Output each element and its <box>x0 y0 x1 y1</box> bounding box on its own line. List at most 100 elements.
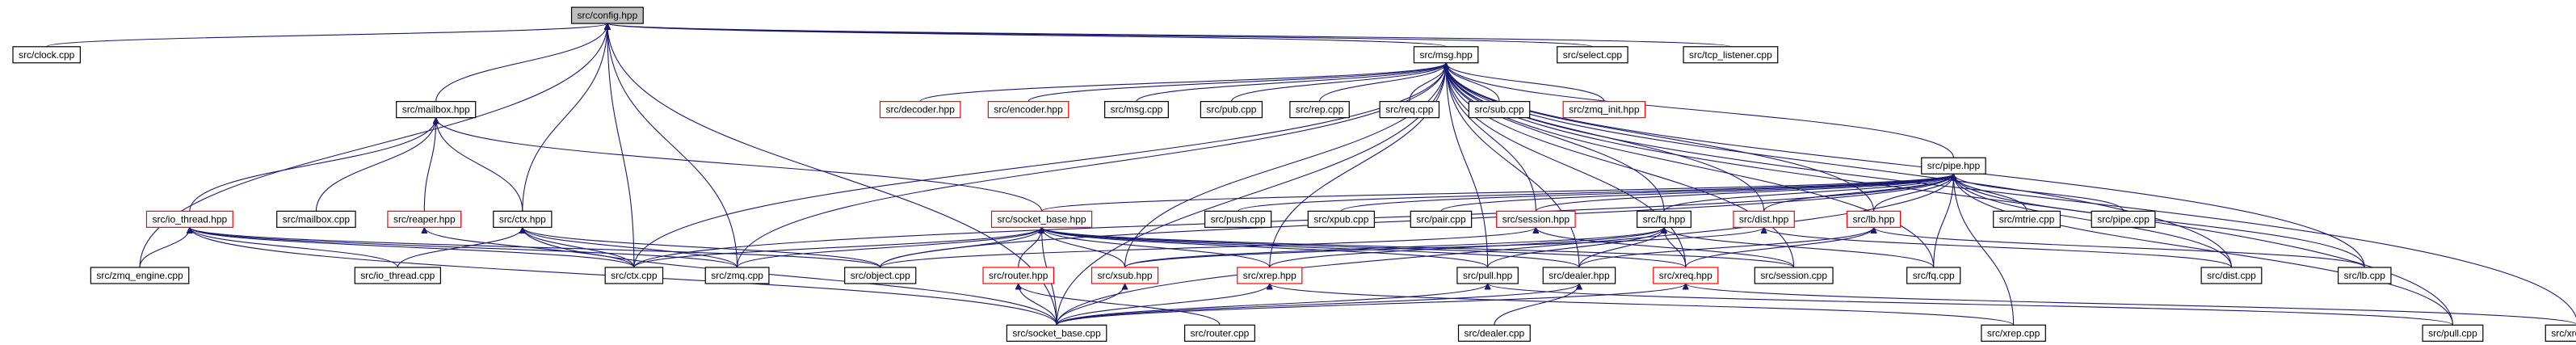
node-pipe-cpp[interactable]: src/pipe.cpp <box>2091 210 2156 228</box>
node-reaper-hpp[interactable]: src/reaper.hpp <box>387 210 462 228</box>
node-box <box>1457 324 1531 342</box>
node-label: src/reaper.hpp <box>393 213 456 225</box>
node-box <box>2422 324 2484 342</box>
node-fq-cpp[interactable]: src/fq.cpp <box>1906 267 1961 284</box>
edge-object-cpp-to-io-thread-hpp <box>190 226 881 268</box>
node-session-cpp[interactable]: src/session.cpp <box>1754 267 1834 284</box>
node-lb-cpp[interactable]: src/lb.cpp <box>2337 267 2392 284</box>
node-box <box>1289 101 1350 119</box>
node-router-hpp[interactable]: src/router.hpp <box>982 267 1055 284</box>
edge-pub-cpp-to-msg <box>1230 62 1446 102</box>
node-ctx-hpp[interactable]: src/ctx.hpp <box>493 210 553 228</box>
node-io-thread-hpp[interactable]: src/io_thread.hpp <box>145 210 233 228</box>
edge-socket-base-cpp-to-router-hpp <box>1019 283 1057 326</box>
node-decoder-hpp[interactable]: src/decoder.hpp <box>879 101 961 119</box>
node-pipe-hpp[interactable]: src/pipe.hpp <box>1921 157 1986 175</box>
edge-lb-cpp-to-pipe-hpp <box>1953 174 2365 267</box>
edge-zmq-cpp-to-ctx-hpp <box>523 227 738 268</box>
edge-socket-base-cpp-to-pipe-hpp <box>1056 174 1953 326</box>
node-label: src/socket_base.hpp <box>998 213 1086 225</box>
edge-zmq-cpp-to-config <box>607 23 738 267</box>
node-xreq-hpp[interactable]: src/xreq.hpp <box>1653 267 1719 284</box>
edge-io-thread-cpp-to-io-thread-hpp <box>190 227 398 268</box>
node-dist-hpp[interactable]: src/dist.hpp <box>1733 210 1795 228</box>
node-label: src/lb.cpp <box>2344 270 2386 281</box>
node-pair-cpp[interactable]: src/pair.cpp <box>1410 210 1473 228</box>
node-label: src/encoder.hpp <box>994 104 1063 116</box>
node-tcp-listener[interactable]: src/tcp_listener.cpp <box>1683 46 1779 64</box>
node-box <box>1557 46 1628 64</box>
edge-xpub-cpp-to-pipe-hpp <box>1340 173 1953 212</box>
edge-io-thread-cpp-to-ctx-hpp <box>397 227 523 268</box>
node-xpub-cpp[interactable]: src/xpub.cpp <box>1307 210 1375 228</box>
edge-ctx-hpp-to-mailbox-hpp <box>436 118 523 212</box>
node-dealer-hpp[interactable]: src/dealer.hpp <box>1542 267 1616 284</box>
node-xrep-cpp[interactable]: src/xrep.cpp <box>1981 324 2046 342</box>
node-router-cpp[interactable]: src/router.cpp <box>1184 324 1255 342</box>
node-rep-cpp[interactable]: src/rep.cpp <box>1289 101 1350 119</box>
node-label: src/tcp_listener.cpp <box>1689 49 1772 61</box>
edge-socket-base-cpp-to-xreq-hpp <box>1056 283 1686 326</box>
node-box <box>90 267 190 284</box>
node-zmq-cpp[interactable]: src/zmq.cpp <box>704 267 770 284</box>
edge-xsub-hpp-to-dist-hpp <box>1124 226 1764 268</box>
node-socket-base-hpp[interactable]: src/socket_base.hpp <box>990 210 1093 228</box>
node-zmq-engine[interactable]: src/zmq_engine.cpp <box>90 267 190 284</box>
node-label: src/xpub.cpp <box>1313 213 1368 225</box>
node-encoder-hpp[interactable]: src/encoder.hpp <box>987 101 1069 119</box>
node-zmq-init[interactable]: src/zmq_init.hpp <box>1562 101 1646 119</box>
node-label: src/zmq.cpp <box>711 270 763 281</box>
node-sub-cpp[interactable]: src/sub.cpp <box>1468 101 1531 119</box>
edge-ctx-cpp-to-socket-base-hpp <box>633 226 1042 268</box>
node-req-cpp[interactable]: src/req.cpp <box>1379 101 1440 119</box>
node-select[interactable]: src/select.cpp <box>1557 46 1628 64</box>
edge-zmq-cpp-to-socket-base-hpp <box>737 227 1042 268</box>
node-xreq-cpp[interactable]: src/xreq.cpp <box>2544 324 2576 342</box>
node-mailbox-hpp[interactable]: src/mailbox.hpp <box>396 101 477 119</box>
node-dealer-cpp[interactable]: src/dealer.cpp <box>1457 324 1531 342</box>
node-io-thread-cpp[interactable]: src/io_thread.cpp <box>354 267 441 284</box>
node-xsub-hpp[interactable]: src/xsub.hpp <box>1090 267 1159 284</box>
node-label: src/sub.cpp <box>1474 104 1524 116</box>
edge-decoder-hpp-to-msg <box>919 62 1446 103</box>
edge-dealer-hpp-to-fq-hpp <box>1578 227 1664 268</box>
edge-zmq-cpp-to-io-thread-hpp <box>190 226 738 268</box>
node-label: src/mailbox.hpp <box>402 104 470 116</box>
node-box <box>2337 267 2392 284</box>
node-label: src/session.hpp <box>1502 213 1570 225</box>
node-label: src/dealer.hpp <box>1549 270 1610 281</box>
node-pull-cpp[interactable]: src/pull.cpp <box>2422 324 2484 342</box>
node-box <box>145 210 233 228</box>
node-box <box>982 267 1055 284</box>
node-xrep-hpp[interactable]: src/xrep.hpp <box>1237 267 1303 284</box>
node-pub-cpp[interactable]: src/pub.cpp <box>1200 101 1263 119</box>
edge-encoder-hpp-to-msg <box>1027 62 1446 103</box>
node-box <box>387 210 462 228</box>
node-dist-cpp[interactable]: src/dist.cpp <box>2200 267 2263 284</box>
node-mailbox-cpp[interactable]: src/mailbox.cpp <box>276 210 356 228</box>
node-session-hpp[interactable]: src/session.hpp <box>1496 210 1576 228</box>
node-config[interactable]: src/config.hpp <box>570 6 644 24</box>
node-msg[interactable]: src/msg.hpp <box>1413 46 1479 64</box>
node-socket-base-cpp[interactable]: src/socket_base.cpp <box>1006 324 1107 342</box>
edge-socket-base-cpp-to-pull-hpp <box>1056 283 1488 326</box>
edge-pull-cpp-to-pipe-hpp <box>1953 174 2453 326</box>
node-msg-cpp[interactable]: src/msg.cpp <box>1104 101 1169 119</box>
node-ctx-cpp[interactable]: src/ctx.cpp <box>604 267 664 284</box>
edge-dealer-hpp-to-socket-base-hpp <box>1042 226 1580 268</box>
node-fq-hpp[interactable]: src/fq.hpp <box>1637 210 1691 228</box>
node-label: src/mailbox.cpp <box>283 213 351 225</box>
node-label: src/xrep.hpp <box>1243 270 1296 281</box>
node-mtrie-cpp[interactable]: src/mtrie.cpp <box>1993 210 2061 228</box>
node-label: src/pull.cpp <box>2428 327 2477 339</box>
edge-lb-cpp-to-lb-hpp <box>1874 226 2365 268</box>
node-box <box>604 267 664 284</box>
edge-xrep-cpp-to-pipe-hpp <box>1953 174 2015 326</box>
node-lb-hpp[interactable]: src/lb.hpp <box>1846 210 1902 228</box>
node-pull-hpp[interactable]: src/pull.hpp <box>1456 267 1519 284</box>
node-label: src/lb.hpp <box>1853 213 1895 225</box>
node-label: src/pipe.hpp <box>1927 160 1981 171</box>
node-object-cpp[interactable]: src/object.cpp <box>844 267 917 284</box>
node-push-cpp[interactable]: src/push.cpp <box>1204 210 1272 228</box>
node-clock[interactable]: src/clock.cpp <box>12 46 81 64</box>
